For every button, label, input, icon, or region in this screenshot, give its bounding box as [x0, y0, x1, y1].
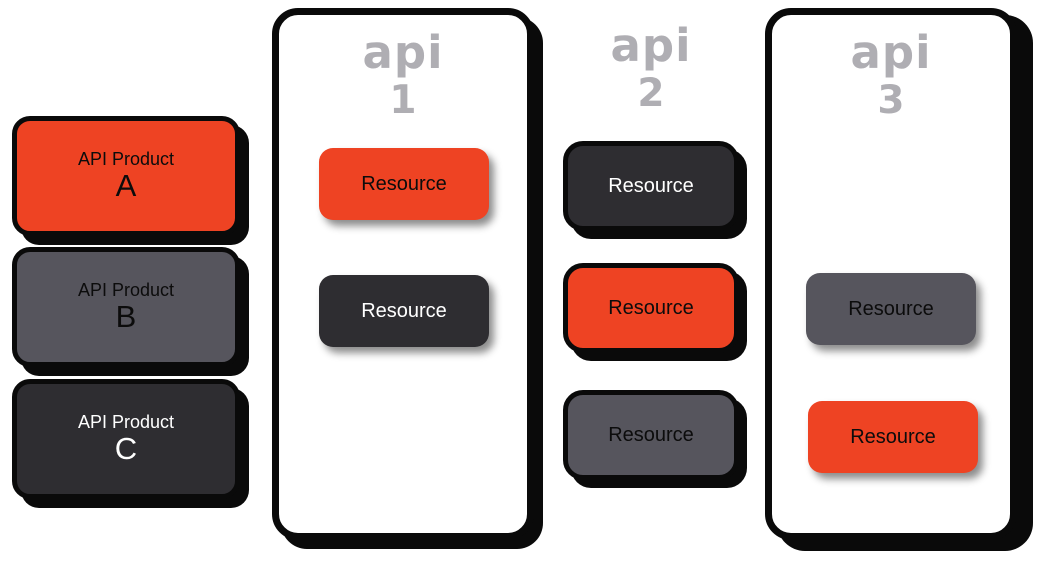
api-product-a-box: API Product A	[12, 116, 240, 236]
api-product-c-letter: C	[114, 431, 138, 467]
api-3-title: api 3	[772, 27, 1010, 124]
api-3-number: 3	[877, 77, 905, 123]
api-3-name: api	[850, 26, 932, 79]
resource-label: Resource	[850, 425, 936, 448]
resource-label: Resource	[848, 297, 934, 320]
api-product-c-box: API Product C	[12, 379, 240, 499]
resource-label: Resource	[361, 172, 447, 195]
resource-label: Resource	[608, 174, 694, 197]
api-1-container: api 1 Resource Resource	[272, 8, 534, 540]
api-1-resource-1: Resource	[319, 148, 489, 220]
resource-label: Resource	[361, 299, 447, 322]
api-1-number: 1	[389, 77, 417, 123]
api-2-name: api	[610, 19, 692, 72]
api-2-resource-1: Resource	[563, 141, 739, 231]
api-2-number: 2	[637, 70, 665, 116]
api-product-b-box: API Product B	[12, 247, 240, 367]
api-3-resource-2: Resource	[808, 401, 978, 473]
api-2-resource-2: Resource	[563, 263, 739, 353]
api-product-c-label: API Product	[77, 412, 175, 433]
api-2-title: api 2	[563, 20, 739, 117]
resource-label: Resource	[608, 296, 694, 319]
resource-label: Resource	[608, 423, 694, 446]
api-product-b-letter: B	[115, 299, 137, 335]
api-product-a-label: API Product	[77, 149, 175, 170]
api-2-resource-3: Resource	[563, 390, 739, 480]
api-product-b-label: API Product	[77, 280, 175, 301]
api-1-resource-2: Resource	[319, 275, 489, 347]
api-product-a-letter: A	[115, 168, 137, 204]
api-3-container: api 3 Resource Resource	[765, 8, 1017, 540]
api-1-title: api 1	[279, 27, 527, 124]
api-1-name: api	[362, 26, 444, 79]
api-3-resource-1: Resource	[806, 273, 976, 345]
